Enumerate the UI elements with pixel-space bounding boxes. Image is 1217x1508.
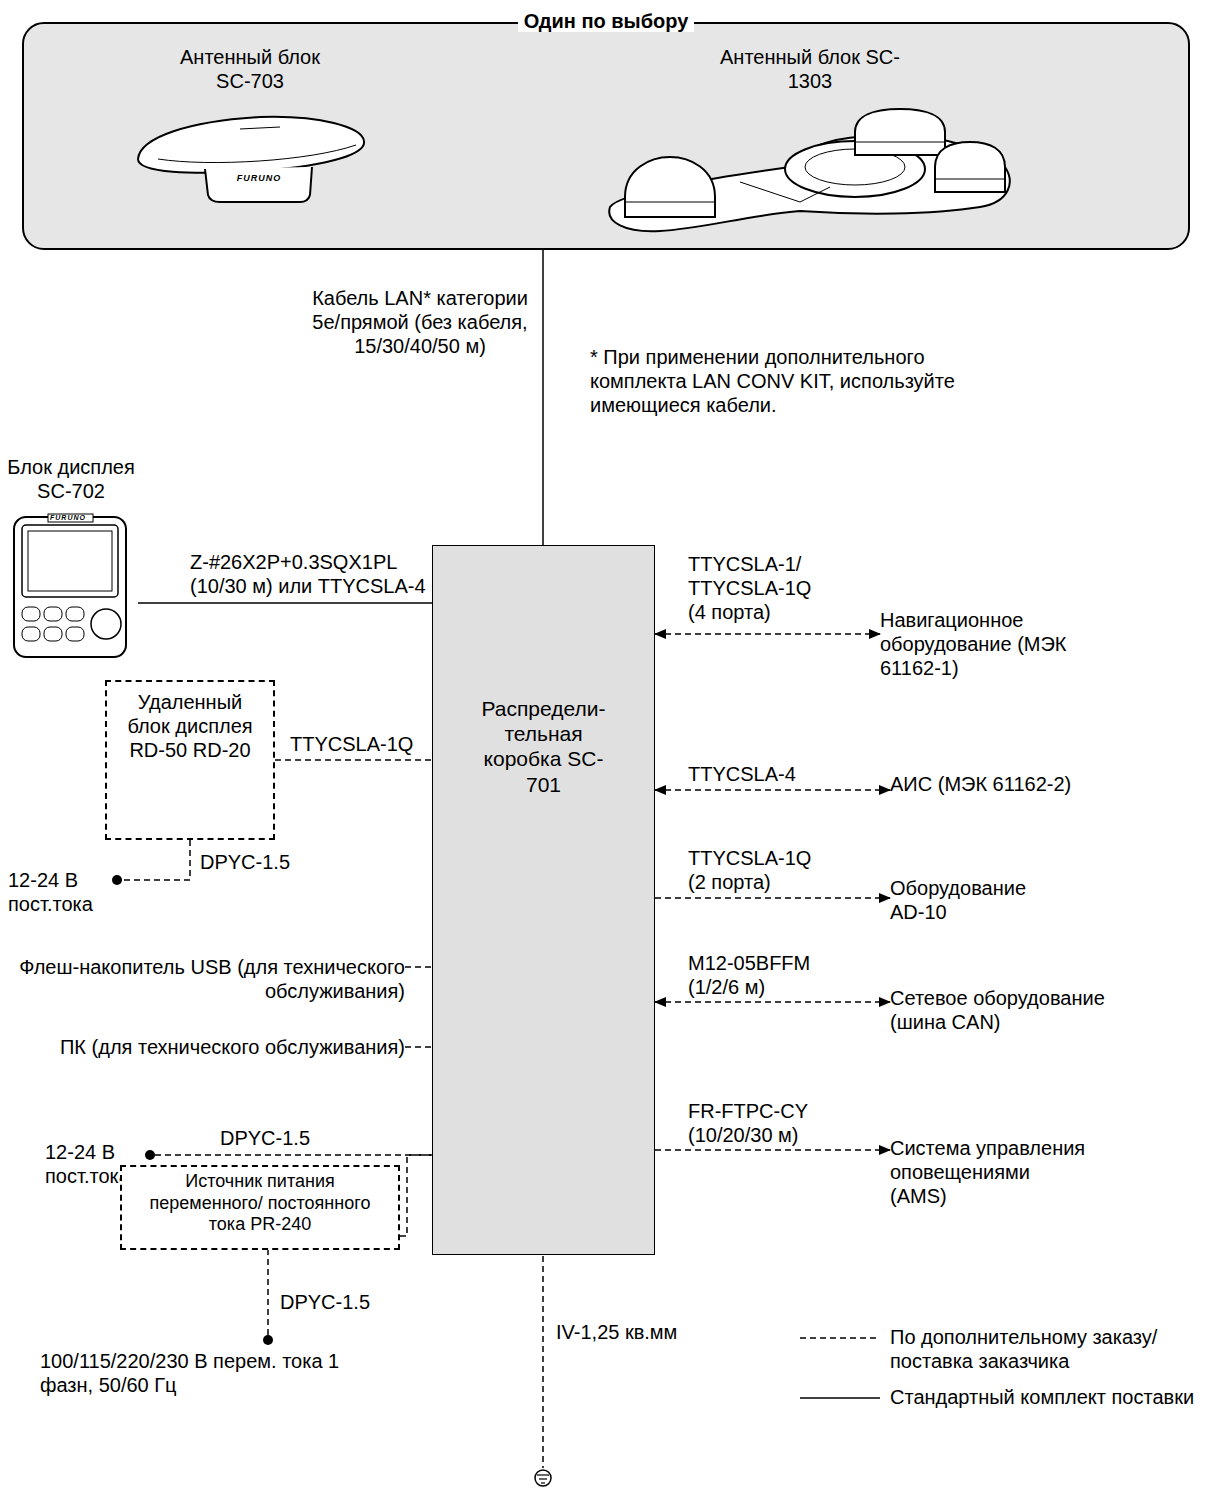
legend-text: Стандартный комплект поставки [890, 1385, 1210, 1409]
node-label: Блок дисплея SC-702 [4, 455, 138, 503]
cable-connector [405, 1046, 432, 1048]
node-label: Навигационное оборудование (МЭК 61162-1) [880, 608, 1100, 680]
node-label: Система управления оповещениями (AMS) [890, 1136, 1090, 1208]
cable-label: DPYC-1.5 [280, 1290, 380, 1314]
cable-label: DPYC-1.5 [200, 850, 300, 874]
cable-connector [155, 1154, 432, 1156]
terminal-dot [263, 1335, 273, 1345]
antenna-illustration [130, 107, 370, 205]
node-label: Источник питания переменного/ постоянног… [135, 1171, 385, 1236]
junction-box: Распредели- тельная коробка SC-701 [432, 545, 655, 1255]
cable-connector [405, 966, 432, 968]
terminal-dot [145, 1150, 155, 1160]
cable-spec: IV-1,25 кв.мм [556, 1320, 726, 1344]
node-label: Флеш-накопитель USB (для технического об… [5, 955, 405, 1003]
display-unit: Блок дисплея SC-702 [4, 455, 138, 665]
cable-label: DPYC-1.5 [215, 1126, 315, 1150]
service-device: Флеш-накопитель USB (для технического об… [5, 955, 405, 1003]
option-group: Один по выбору Антенный блок SC-703 Анте… [22, 22, 1190, 250]
cable-connector [655, 789, 890, 791]
external-equipment: Навигационное оборудование (МЭК 61162-1) [880, 608, 1110, 680]
cable-label: TTYCSLA-1Q [290, 732, 430, 756]
group-title: Один по выбору [24, 10, 1188, 33]
brand-logo: FURUNO [38, 514, 98, 522]
legend-solid-sample [800, 1397, 880, 1399]
display-illustration [8, 513, 133, 663]
cable-connector [275, 759, 432, 761]
cable-connector [400, 1155, 432, 1236]
cable-label: TTYCSLA-1/ TTYCSLA-1Q (4 порта) [688, 552, 818, 624]
external-equipment: Система управления оповещениями (AMS) [890, 1136, 1110, 1208]
cable-label: FR-FTPC-CY (10/20/30 м) [688, 1099, 838, 1147]
external-equipment: АИС (МЭК 61162-2) [890, 772, 1120, 812]
power-source: 100/115/220/230 В перем. тока 1 фазн, 50… [40, 1335, 440, 1397]
power-source: 12-24 В пост.тока [8, 868, 122, 916]
terminal-dot [112, 875, 122, 885]
antenna-unit: Антенный блок SC-703 [130, 45, 370, 210]
title-text: Один по выбору [518, 10, 695, 32]
cable-label: TTYCSLA-4 [688, 762, 818, 786]
antenna-unit: Антенный блок SC-1303 [600, 45, 1020, 240]
cable-label: Z-#26X2P+0.3SQX1PL (10/30 м) или TTYCSLA… [190, 550, 428, 598]
ground-wire [542, 1256, 544, 1468]
cable-label: TTYCSLA-1Q (2 порта) [688, 846, 828, 894]
ground-symbol [535, 1470, 551, 1486]
node-label: Сетевое оборудование (шина CAN) [890, 986, 1140, 1034]
node-label: Распредели- тельная коробка SC-701 [479, 696, 609, 797]
antenna-illustration [600, 107, 1020, 237]
node-label: Антенный блок SC-1303 [715, 45, 905, 93]
node-label: Удаленный блок дисплея RD-50 RD-20 [115, 690, 265, 762]
brand-logo: FURUNO [230, 173, 288, 184]
external-equipment: Оборудование AD-10 [890, 876, 1120, 924]
node-label: Антенный блок SC-703 [165, 45, 335, 93]
cable-connector [138, 602, 432, 604]
node-label: Оборудование AD-10 [890, 876, 1040, 924]
legend-text: По дополнительному заказу/ поставка зака… [890, 1325, 1210, 1373]
legend-dashed-sample [800, 1337, 880, 1339]
external-equipment: Сетевое оборудование (шина CAN) [890, 986, 1150, 1034]
cable-connector [542, 250, 544, 545]
cable-connector [655, 633, 880, 635]
node-label: ПК (для технического обслуживания) [5, 1035, 405, 1059]
node-label: 12-24 В пост.тока [8, 868, 103, 916]
cable-connector [267, 1250, 269, 1335]
cable-connector [655, 897, 890, 899]
node-label: 100/115/220/230 В перем. тока 1 фазн, 50… [40, 1349, 380, 1397]
cable-connector [655, 1149, 890, 1151]
cable-label: Кабель LAN* категории 5e/прямой (без каб… [300, 286, 540, 358]
node-label: АИС (МЭК 61162-2) [890, 772, 1110, 796]
service-device: ПК (для технического обслуживания) [5, 1035, 405, 1075]
cable-label: M12-05BFFM (1/2/6 м) [688, 951, 838, 999]
footnote: * При применении дополнительного комплек… [590, 345, 990, 417]
cable-connector [122, 840, 190, 880]
cable-connector [655, 1001, 890, 1003]
remote-display-box: Удаленный блок дисплея RD-50 RD-20 [105, 680, 275, 840]
power-supply-box: Источник питания переменного/ постоянног… [120, 1165, 400, 1250]
